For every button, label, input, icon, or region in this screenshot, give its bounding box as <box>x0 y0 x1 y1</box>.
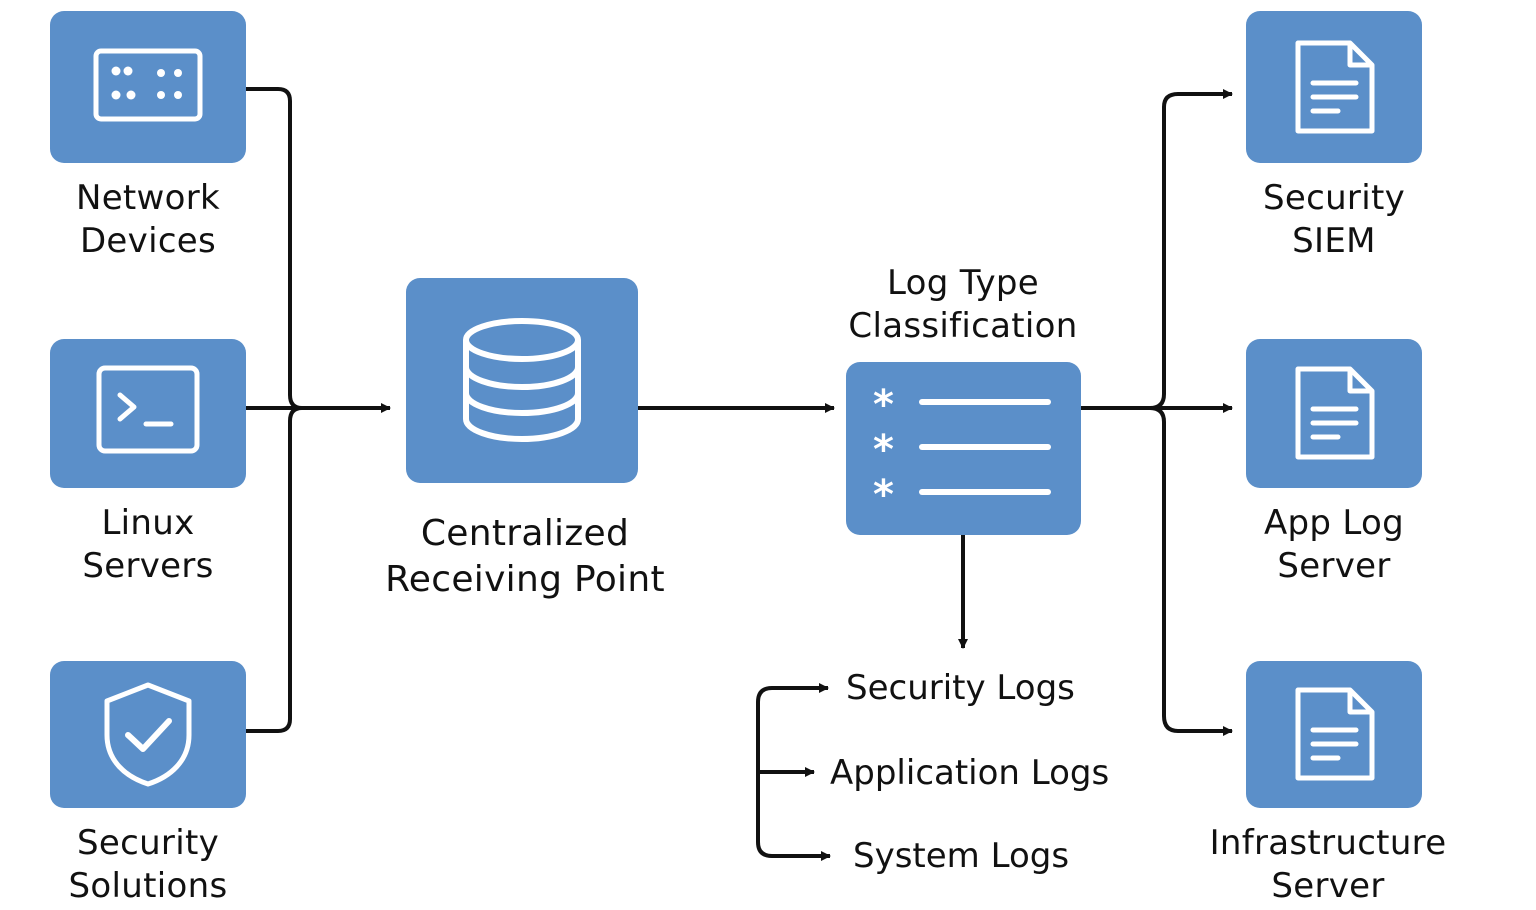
terminal-icon <box>96 365 200 454</box>
security-solutions-label-line1: Security <box>76 823 220 863</box>
shield-check-icon <box>104 682 192 787</box>
classification-label-line2: Classification <box>848 306 1078 346</box>
log-type-security: Security Logs <box>846 668 1075 708</box>
security-siem-label: Security SIEM <box>1194 177 1474 263</box>
classification-label: Log Type Classification <box>818 262 1108 348</box>
database-icon <box>463 318 581 443</box>
infrastructure-server-box[interactable] <box>1246 661 1422 808</box>
classification-box[interactable]: * * * <box>846 362 1081 535</box>
linux-servers-label-line1: Linux <box>101 503 195 543</box>
network-devices-box[interactable] <box>50 11 246 163</box>
classification-label-line1: Log Type <box>886 263 1040 303</box>
security-siem-label-line1: Security <box>1262 178 1406 218</box>
receiving-point-box[interactable] <box>406 278 638 483</box>
security-solutions-label: Security Solutions <box>20 822 276 908</box>
security-solutions-label-line2: Solutions <box>68 866 228 906</box>
wire-to-security-logs <box>756 686 831 861</box>
app-log-server-label-line1: App Log <box>1263 503 1405 543</box>
app-log-server-label: App Log Server <box>1194 502 1474 588</box>
receiving-point-label: Centralized Receiving Point <box>360 511 690 603</box>
log-type-application: Application Logs <box>830 753 1110 793</box>
document-icon <box>1295 366 1375 460</box>
document-icon <box>1295 40 1375 134</box>
list-star-2: * <box>873 427 894 473</box>
security-siem-box[interactable] <box>1246 11 1422 163</box>
receiving-point-label-line1: Centralized <box>420 513 630 554</box>
list-star-1: * <box>873 382 894 428</box>
linux-servers-label: Linux Servers <box>20 502 276 588</box>
security-solutions-box[interactable] <box>50 661 246 808</box>
app-log-server-label-line2: Server <box>1277 546 1391 586</box>
log-type-system: System Logs <box>853 836 1070 876</box>
network-device-icon <box>93 48 203 122</box>
list-icon: * * * <box>873 382 1051 518</box>
linux-servers-label-line2: Servers <box>82 546 214 586</box>
linux-servers-box[interactable] <box>50 339 246 488</box>
infrastructure-server-label-line1: Infrastructure <box>1209 823 1447 863</box>
infrastructure-server-label-line2: Server <box>1271 866 1385 906</box>
network-devices-label-line2: Devices <box>79 221 217 261</box>
security-siem-label-line2: SIEM <box>1292 221 1376 261</box>
app-log-server-box[interactable] <box>1246 339 1422 488</box>
receiving-point-label-line2: Receiving Point <box>385 559 665 600</box>
list-star-3: * <box>873 472 894 518</box>
document-icon <box>1295 687 1375 781</box>
infrastructure-server-label: Infrastructure Server <box>1178 822 1478 908</box>
network-devices-label-line1: Network <box>75 178 221 218</box>
network-devices-label: Network Devices <box>20 177 276 263</box>
